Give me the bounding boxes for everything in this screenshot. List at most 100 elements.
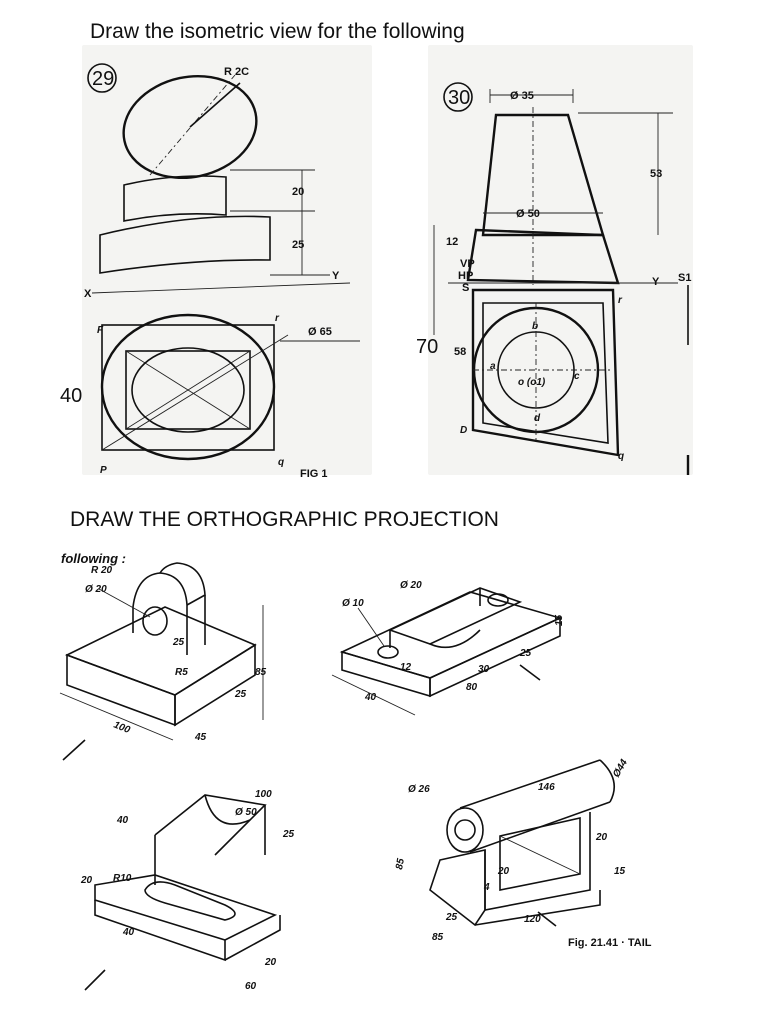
ortho4-caption: Fig. 21.41 · TAIL [568, 937, 652, 949]
fig29-x-label: X [84, 288, 92, 300]
fig30-vp: VP [460, 258, 475, 270]
fig30-center: o (o1) [518, 377, 546, 388]
ortho3-len60: 60 [245, 981, 257, 992]
ortho2-hole-left [377, 645, 399, 659]
ortho3-slot [144, 881, 236, 921]
ortho1-r20: R 20 [91, 565, 113, 576]
ortho-figure-4: Ø 26 146 Ø44 20 15 20 85 25 85 120 4 Fig… [394, 757, 652, 949]
ortho3-h20: 20 [80, 875, 93, 886]
fig30-depth: 58 [454, 346, 466, 358]
fig29-plan-circle [100, 313, 276, 461]
ortho3-cradle [204, 794, 251, 825]
ortho4-len146: 146 [538, 782, 555, 793]
fig29-y-label: Y [332, 270, 340, 282]
ortho3-r10: R10 [113, 873, 132, 884]
fig29-dim-bottom: 25 [292, 239, 304, 251]
ortho1-d25: 25 [172, 637, 185, 648]
ortho4-d44: Ø44 [611, 757, 630, 779]
ortho1-w45: 45 [194, 732, 207, 743]
ortho4-len120: 120 [524, 914, 541, 925]
ortho4-boss-inner [454, 819, 476, 841]
fig29-f-label: F [97, 325, 104, 336]
ortho4-w85: 85 [432, 932, 444, 943]
ortho4-d26: Ø 26 [408, 784, 430, 795]
fig30-top-dia: Ø 35 [510, 90, 534, 102]
ortho4-boss-outer [446, 807, 484, 853]
fig29-number: 29 [92, 68, 114, 90]
figure-30: 30 Ø 35 Ø 50 53 12 VP HP Y S1 S b a c d … [433, 82, 691, 475]
fig30-q: q [618, 451, 624, 462]
fig30-r: r [618, 295, 623, 306]
ortho3-upright-top [154, 794, 267, 856]
ortho2-w25: 25 [519, 648, 532, 659]
fig30-plan-inner [482, 302, 609, 444]
fig30-small-height: 12 [446, 236, 458, 248]
ortho1-d20: Ø 20 [85, 584, 107, 595]
ortho2-d40: 40 [364, 692, 377, 703]
figure-29: 29 R 2C 20 25 Y X Ø 65 r F P q FIG 1 [84, 63, 360, 480]
ortho-figure-1: following : R 20 Ø 20 25 R5 85 25 100 45 [59, 551, 267, 761]
fig29-dim-top: 20 [292, 186, 304, 198]
ortho2-base-side [429, 616, 561, 698]
fig29-upper-block [123, 175, 227, 222]
fig29-lower-block [99, 215, 271, 274]
fig30-d: d [534, 413, 541, 424]
ortho2-hole-right [487, 593, 509, 607]
fig29-r-label: r [275, 313, 280, 324]
fig30-c: c [574, 371, 580, 382]
fig29-caption: FIG 1 [300, 468, 328, 480]
ortho1-hole [142, 606, 168, 636]
ortho4-h20: 20 [595, 832, 608, 843]
fig29-radius-line [189, 82, 241, 128]
ortho3-base [94, 874, 278, 941]
fig30-b: b [532, 321, 538, 332]
fig30-side-value: 70 [416, 336, 439, 358]
ortho2-rib-top [387, 587, 523, 645]
ortho1-base-side [174, 643, 256, 727]
fig30-a: a [490, 361, 496, 372]
fig30-s1-label: S1 [678, 272, 691, 284]
ortho3-w25: 25 [282, 829, 295, 840]
fig29-number-circle [87, 63, 117, 93]
ortho1-h85: 85 [255, 667, 267, 678]
fig29-p-label: P [100, 465, 107, 476]
ortho1-r5: R5 [175, 667, 188, 678]
fig29-inner-circle [131, 347, 245, 433]
fig30-d-label: D [460, 425, 467, 436]
ortho3-h20b: 20 [264, 957, 277, 968]
fig30-hp: HP [458, 270, 473, 282]
ortho2-w30: 30 [478, 664, 490, 675]
ortho4-h15: 15 [614, 866, 626, 877]
ortho2-len80: 80 [466, 682, 478, 693]
ortho2-h15: 15 [554, 614, 565, 626]
ortho-figure-2: Ø 10 Ø 20 12 30 25 80 40 15 [331, 580, 565, 716]
orthographic-heading: DRAW THE ORTHOGRAPHIC PROJECTION [70, 508, 499, 531]
fig30-number: 30 [448, 87, 470, 109]
ortho1-h25: 25 [234, 689, 247, 700]
ortho-figure-3: 100 Ø 50 25 40 20 R10 40 20 60 [80, 789, 295, 992]
ortho3-h40: 40 [116, 815, 129, 826]
fig30-y-label: Y [652, 276, 660, 288]
fig30-height: 53 [650, 168, 662, 180]
ortho2-d20: Ø 20 [400, 580, 422, 591]
fig30-plan-outer [471, 288, 620, 457]
ortho4-window [499, 817, 581, 891]
fig29-radius-label: R 2C [224, 66, 249, 78]
ortho2-w12: 12 [400, 662, 412, 673]
ortho1-base-front [66, 653, 176, 727]
ortho1-base-top [64, 606, 257, 696]
fig30-s-label: S [462, 282, 469, 294]
ortho3-w40: 40 [122, 927, 135, 938]
fig30-number-circle [443, 82, 473, 112]
fig30-bottom-dia: Ø 50 [516, 208, 540, 220]
fig29-q-label: q [278, 457, 284, 468]
ortho2-d10: Ø 10 [342, 598, 364, 609]
ortho4-w25: 25 [445, 912, 458, 923]
ortho4-w4: 4 [483, 882, 490, 893]
ortho3-d50: Ø 50 [235, 807, 257, 818]
ortho3-len100: 100 [255, 789, 272, 800]
isometric-heading: Draw the isometric view for the followin… [90, 20, 465, 43]
ortho4-w20: 20 [497, 866, 510, 877]
fig30-frustum [481, 113, 605, 237]
ortho1-header: following : [61, 551, 126, 566]
